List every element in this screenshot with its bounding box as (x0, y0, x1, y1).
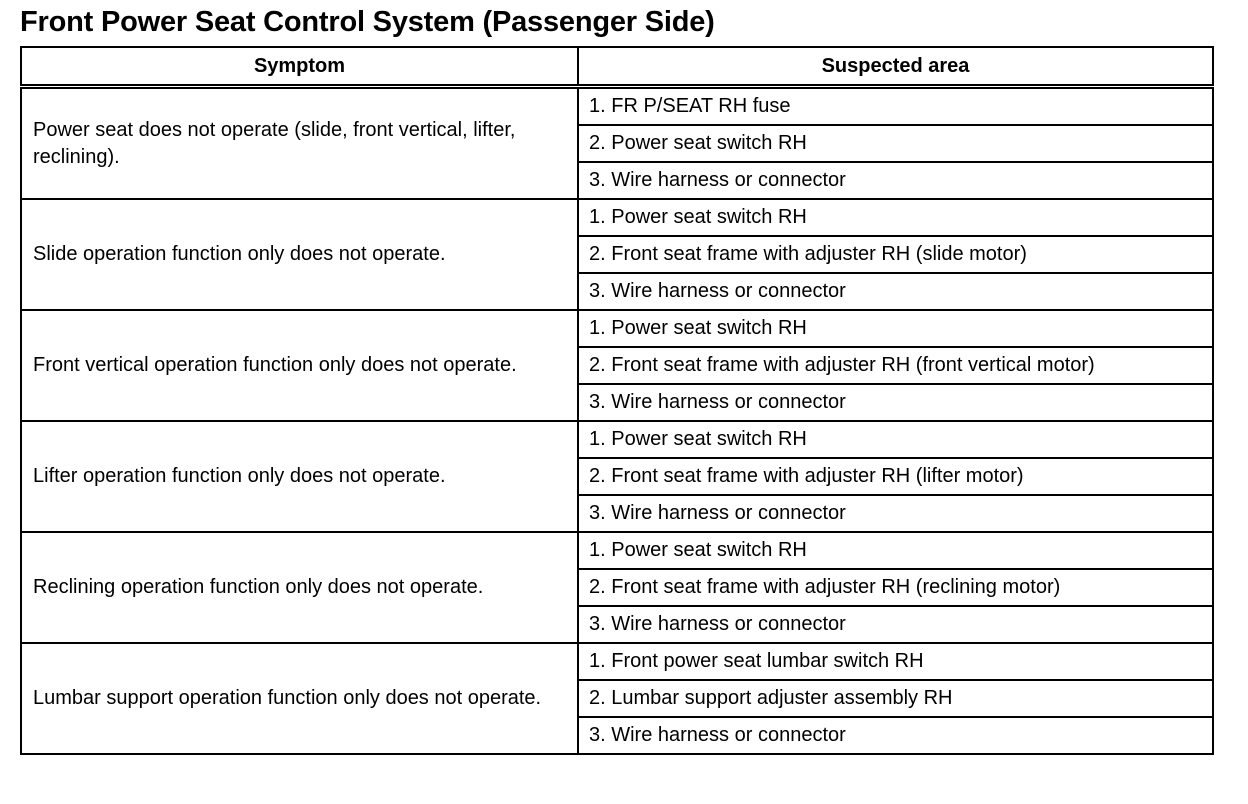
suspected-area-cell: 3. Wire harness or connector (577, 272, 1214, 311)
table-header-row: Symptom Suspected area (20, 46, 1214, 89)
table-row: Slide operation function only does not o… (20, 198, 1214, 311)
table-row: 2. Power seat switch RH (21, 124, 1214, 163)
suspected-area-cell: 1. Power seat switch RH (577, 309, 1214, 348)
document-title: Front Power Seat Control System (Passeng… (20, 6, 715, 38)
troubleshooting-table: Symptom Suspected area Power seat does n… (20, 46, 1214, 755)
table-row: 3. Wire harness or connector (21, 716, 1214, 755)
suspected-area-cell: 3. Wire harness or connector (577, 161, 1214, 200)
table-row: Power seat does not operate (slide, fron… (20, 85, 1214, 200)
suspected-area-cell: 2. Lumbar support adjuster assembly RH (577, 679, 1214, 718)
symptom-cell: Power seat does not operate (slide, fron… (20, 85, 579, 200)
symptom-cell: Slide operation function only does not o… (20, 198, 579, 311)
table-row: 2. Front seat frame with adjuster RH (li… (21, 457, 1214, 496)
table-row: Lifter operation function only does not … (20, 420, 1214, 533)
table-row: Front vertical operation function only d… (20, 309, 1214, 422)
suspected-area-cell: 3. Wire harness or connector (577, 383, 1214, 422)
table-row: 3. Wire harness or connector (21, 605, 1214, 644)
table-row: 2. Lumbar support adjuster assembly RH (21, 679, 1214, 718)
suspected-area-cell: 1. Front power seat lumbar switch RH (577, 642, 1214, 681)
suspected-area-cell: 3. Wire harness or connector (577, 494, 1214, 533)
suspected-area-cell: 1. Power seat switch RH (577, 198, 1214, 237)
table-row: 2. Front seat frame with adjuster RH (re… (21, 568, 1214, 607)
table-row: 3. Wire harness or connector (21, 383, 1214, 422)
table-row: 3. Wire harness or connector (21, 272, 1214, 311)
suspected-area-cell: 2. Power seat switch RH (577, 124, 1214, 163)
suspected-area-cell: 2. Front seat frame with adjuster RH (re… (577, 568, 1214, 607)
suspected-area-cell: 1. Power seat switch RH (577, 531, 1214, 570)
suspected-area-cell: 1. FR P/SEAT RH fuse (577, 85, 1214, 126)
header-suspected-area: Suspected area (577, 46, 1214, 89)
table-row: 3. Wire harness or connector (21, 161, 1214, 200)
symptom-cell: Front vertical operation function only d… (20, 309, 579, 422)
symptom-cell: Lumbar support operation function only d… (20, 642, 579, 755)
suspected-area-cell: 3. Wire harness or connector (577, 605, 1214, 644)
suspected-area-cell: 2. Front seat frame with adjuster RH (li… (577, 457, 1214, 496)
suspected-area-cell: 1. Power seat switch RH (577, 420, 1214, 459)
suspected-area-cell: 2. Front seat frame with adjuster RH (fr… (577, 346, 1214, 385)
suspected-area-cell: 3. Wire harness or connector (577, 716, 1214, 755)
table-row: Lumbar support operation function only d… (20, 642, 1214, 755)
header-symptom: Symptom (20, 46, 579, 89)
table-row: Reclining operation function only does n… (20, 531, 1214, 644)
suspected-area-cell: 2. Front seat frame with adjuster RH (sl… (577, 235, 1214, 274)
table-row: 2. Front seat frame with adjuster RH (sl… (21, 235, 1214, 274)
symptom-cell: Lifter operation function only does not … (20, 420, 579, 533)
table-row: 3. Wire harness or connector (21, 494, 1214, 533)
symptom-cell: Reclining operation function only does n… (20, 531, 579, 644)
table-row: 2. Front seat frame with adjuster RH (fr… (21, 346, 1214, 385)
